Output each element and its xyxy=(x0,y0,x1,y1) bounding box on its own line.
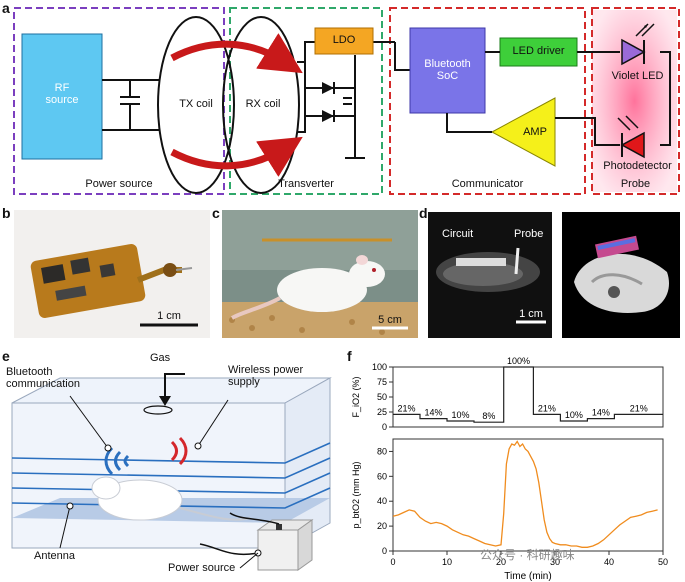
step-label: 14% xyxy=(424,408,442,418)
xtick-label: 30 xyxy=(550,557,560,567)
violet-led-diode xyxy=(621,38,646,66)
probe-caption: Probe xyxy=(620,178,651,190)
top-ytick-label: 50 xyxy=(377,392,387,402)
step-label: 21% xyxy=(397,403,415,413)
gas-label: Gas xyxy=(150,352,171,364)
rf-source-block xyxy=(21,33,103,160)
panel-label-f: f xyxy=(347,348,352,364)
xtick-label: 10 xyxy=(442,557,452,567)
top-ytick-label: 0 xyxy=(382,422,387,432)
bottom-ytick-label: 80 xyxy=(377,446,387,456)
ldo-block xyxy=(314,27,374,55)
circuit-label: Circuit xyxy=(442,228,474,240)
x-axis-label: Time (min) xyxy=(504,571,551,582)
antenna-label: Antenna xyxy=(34,550,75,562)
bottom-ytick-label: 0 xyxy=(382,546,387,556)
power-wires xyxy=(102,79,160,131)
panel-label-e: e xyxy=(2,348,10,364)
bottom-plot-frame xyxy=(392,438,664,552)
communicator-wires xyxy=(446,51,671,146)
ct-scan-photo: Circuit Probe 1 cm xyxy=(428,212,552,338)
panel-d-scale: 1 cm xyxy=(519,308,543,320)
xtick-label: 50 xyxy=(658,557,668,567)
panel-label-a: a xyxy=(2,0,10,16)
power-source-label: Power source xyxy=(168,562,236,574)
panel-label-c: c xyxy=(212,205,220,221)
rat-photo: 5 cm xyxy=(222,210,418,338)
bluetooth-soc-block xyxy=(409,27,486,114)
diode-1 xyxy=(322,82,334,94)
ldo-label: LDO xyxy=(332,34,356,46)
panel-label-d: d xyxy=(419,205,428,221)
top-ylabel: F_iO2 (%) xyxy=(351,376,361,417)
step-label: 10% xyxy=(451,410,469,420)
led-driver-label: LED driver xyxy=(512,45,565,57)
cage-illustration xyxy=(11,373,332,571)
pbto2-trace xyxy=(392,440,658,548)
power-source-caption: Power source xyxy=(85,178,153,190)
rx-coil-label: RX coil xyxy=(245,98,281,110)
top-ytick-label: 100 xyxy=(372,362,387,372)
panel-c-scale: 5 cm xyxy=(378,314,402,326)
amp-label: AMP xyxy=(523,126,547,138)
bottom-ytick-label: 60 xyxy=(377,471,387,481)
violet-led-label: Violet LED xyxy=(611,70,664,82)
top-ytick-label: 75 xyxy=(377,377,387,387)
coupling-arrows xyxy=(170,33,303,177)
rf-source-label: RF source xyxy=(45,82,79,106)
fio2-step-line xyxy=(393,366,663,423)
wireless-power-label: Wireless power supply xyxy=(228,364,304,388)
top-ytick-label: 25 xyxy=(377,407,387,417)
photodetector-label: Photodetector xyxy=(603,160,672,172)
panel-b-scale: 1 cm xyxy=(157,310,181,322)
tx-coil-label: TX coil xyxy=(179,98,213,110)
panel-label-b: b xyxy=(2,205,11,221)
oxygen-chart: 025507510021%14%10%8%100%21%10%14%21%F_i… xyxy=(351,356,668,582)
probe-label: Probe xyxy=(514,228,544,240)
communicator-caption: Communicator xyxy=(451,178,524,190)
step-label: 14% xyxy=(592,408,610,418)
bluetooth-comm-label: Bluetooth communication xyxy=(6,366,80,390)
bottom-ytick-label: 40 xyxy=(377,496,387,506)
rx-coil xyxy=(222,16,300,194)
xtick-label: 40 xyxy=(604,557,614,567)
step-label: 21% xyxy=(630,403,648,413)
diode-2 xyxy=(322,110,334,122)
xtick-label: 0 xyxy=(390,557,395,567)
step-label: 10% xyxy=(565,410,583,420)
probe-section xyxy=(591,7,680,195)
block-diagram xyxy=(13,7,680,195)
bluetooth-soc-label: Bluetooth SoC xyxy=(424,58,471,82)
communicator-section xyxy=(389,7,586,195)
watermark: 公众号 · 科研趣味 xyxy=(480,548,575,562)
amp-block xyxy=(490,97,556,167)
step-label: 100% xyxy=(507,356,530,366)
tx-coil xyxy=(157,16,235,194)
ct-3d-render xyxy=(562,212,680,338)
rectifier-circuit xyxy=(297,41,410,159)
xtick-label: 20 xyxy=(496,557,506,567)
probe-glow xyxy=(592,10,677,192)
photodetector-diode xyxy=(620,131,645,159)
bottom-ytick-label: 20 xyxy=(377,521,387,531)
device-photo: 1 cm xyxy=(14,210,210,338)
bottom-ylabel: p_btO2 (mm Hg) xyxy=(351,461,361,528)
transverter-section xyxy=(229,7,383,195)
step-label: 8% xyxy=(482,411,495,421)
transverter-caption: Transverter xyxy=(278,178,334,190)
step-label: 21% xyxy=(538,403,556,413)
